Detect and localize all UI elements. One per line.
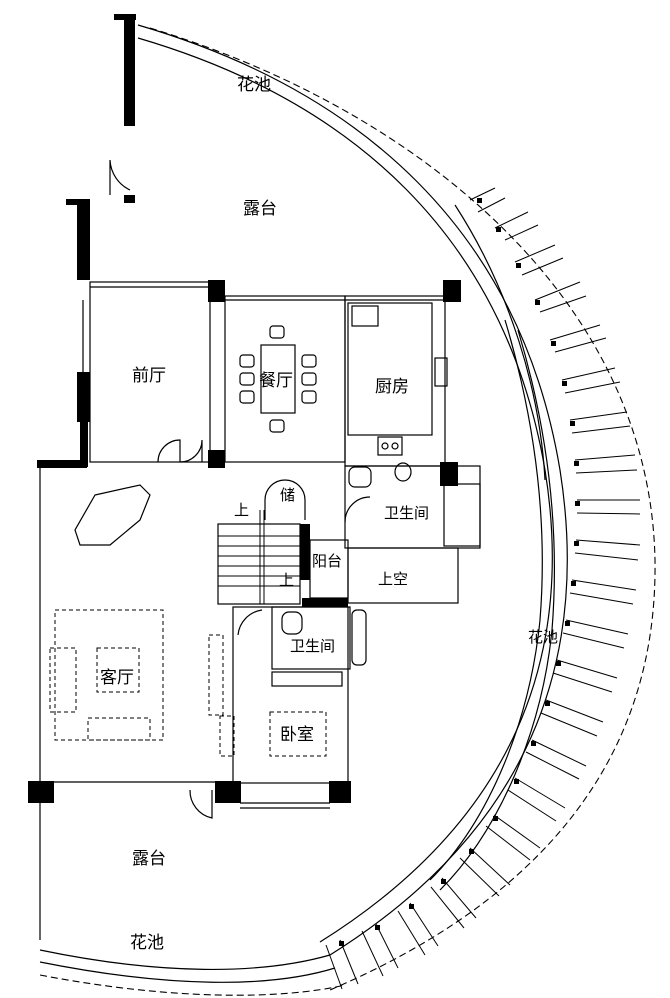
label-bathroom-2: 卫生间 xyxy=(290,637,335,655)
label-flower-pool-bottom: 花池 xyxy=(130,933,164,953)
doors xyxy=(109,159,371,819)
stair-treads xyxy=(218,510,300,604)
label-up-1: 上 xyxy=(234,501,249,519)
label-up-2: 上 xyxy=(279,571,294,589)
label-living-room: 客厅 xyxy=(100,668,134,688)
label-terrace-bottom: 露台 xyxy=(132,849,166,869)
label-void: 上空 xyxy=(378,570,408,588)
label-dining-room: 餐厅 xyxy=(259,371,293,391)
label-balcony: 阳台 xyxy=(312,552,342,570)
furniture xyxy=(49,305,448,757)
outer-curved-garden xyxy=(39,24,656,996)
label-flower-pool-top: 花池 xyxy=(237,75,271,95)
label-bedroom: 卧室 xyxy=(280,725,314,745)
walls xyxy=(28,14,461,803)
label-bathroom-1: 卫生间 xyxy=(384,504,429,522)
label-flower-pool-right: 花池 xyxy=(528,628,558,646)
room-labels: 花池 露台 前厅 餐厅 厨房 上 储 卫生间 阳台 上 上空 花池 卫生间 客厅… xyxy=(100,75,558,953)
label-terrace-top: 露台 xyxy=(243,199,277,219)
partitions xyxy=(39,281,481,940)
label-storage: 储 xyxy=(280,486,295,504)
label-front-hall: 前厅 xyxy=(132,366,166,386)
label-kitchen: 厨房 xyxy=(375,377,409,397)
